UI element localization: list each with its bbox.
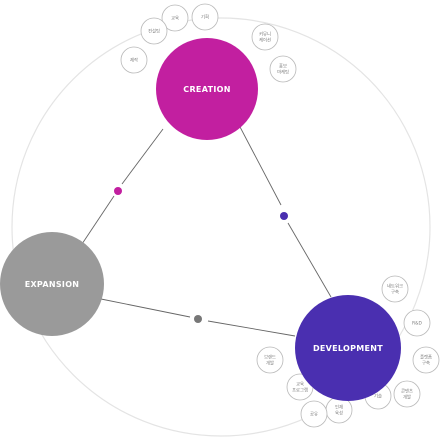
tag-text: 마케팅 <box>277 68 289 75</box>
tag-text: 기획 <box>201 14 209 21</box>
tag-text: 구축 <box>422 359 430 366</box>
connector-creation-right-b <box>287 222 332 298</box>
outer-ring <box>11 17 431 437</box>
tag-bubble: 컨설팅 <box>140 17 168 45</box>
tag-bubble: 공유 <box>300 400 328 428</box>
tag-text: 브랜드 <box>264 354 276 361</box>
nodes-layer: CREATION DEVELOPMENT EXPANSION <box>0 38 401 401</box>
tag-text: 프로그램 <box>292 386 308 393</box>
tag-text: 커뮤니 <box>259 31 271 38</box>
tag-bubble-outline <box>120 46 148 74</box>
creation-label: CREATION <box>183 85 230 94</box>
tag-text: 홍보 <box>279 63 287 70</box>
tag-bubble: 기획 <box>191 3 219 31</box>
tag-bubble-outline <box>381 275 409 303</box>
creation-circle <box>156 38 258 140</box>
tag-bubble-outline <box>251 23 279 51</box>
tag-bubble-outline <box>269 55 297 83</box>
connector-dot-purple <box>280 212 288 220</box>
tag-bubble-outline <box>300 400 328 428</box>
tag-text: 콘텐츠 <box>401 388 413 395</box>
tag-bubble-outline <box>403 309 431 337</box>
tag-text: 기술 <box>374 393 382 400</box>
connector-expansion-dev-a <box>100 298 191 318</box>
connector-dot-magenta <box>114 187 122 195</box>
creation-node: CREATION <box>156 38 258 140</box>
tag-bubble-outline <box>256 346 284 374</box>
tag-text: 개발 <box>266 359 274 366</box>
development-circle <box>295 295 401 401</box>
connector-creation-dev-a <box>121 128 164 185</box>
tag-text: 구축 <box>391 288 399 295</box>
expansion-node: EXPANSION <box>0 232 104 336</box>
tag-text: 개발 <box>403 393 411 400</box>
tag-text: 육성 <box>335 409 343 416</box>
tag-text: 교육 <box>296 382 304 388</box>
tag-bubble-outline <box>140 17 168 45</box>
tag-text: 교육 <box>171 16 179 22</box>
development-node: DEVELOPMENT <box>295 295 401 401</box>
connector-dot-grey <box>194 315 202 323</box>
connector-creation-dev-b <box>81 195 115 245</box>
tag-text: R&D <box>412 321 422 327</box>
tag-text: 인재 <box>335 404 343 411</box>
expansion-circle <box>0 232 104 336</box>
tag-bubble-outline <box>161 4 189 32</box>
tag-text: 네트워크 <box>387 283 403 290</box>
tag-bubble: R&D <box>403 309 431 337</box>
tag-text: 컨설팅 <box>148 28 160 35</box>
tag-text: 공유 <box>310 412 318 418</box>
connector-expansion-dev-b <box>207 320 296 337</box>
tag-bubble-outline <box>393 380 421 408</box>
connector-creation-right-a <box>238 124 282 206</box>
tag-bubble-outline <box>412 346 440 374</box>
tag-bubble: 제작 <box>120 46 148 74</box>
tag-text: 케이션 <box>259 36 271 43</box>
development-label: DEVELOPMENT <box>313 344 383 353</box>
tag-bubble-outline <box>191 3 219 31</box>
tag-bubble: 교육 <box>161 4 189 32</box>
expansion-label: EXPANSION <box>25 280 80 289</box>
tag-text: 플랫폼 <box>420 354 432 361</box>
connectors <box>81 124 332 337</box>
tag-text: 제작 <box>130 57 138 64</box>
